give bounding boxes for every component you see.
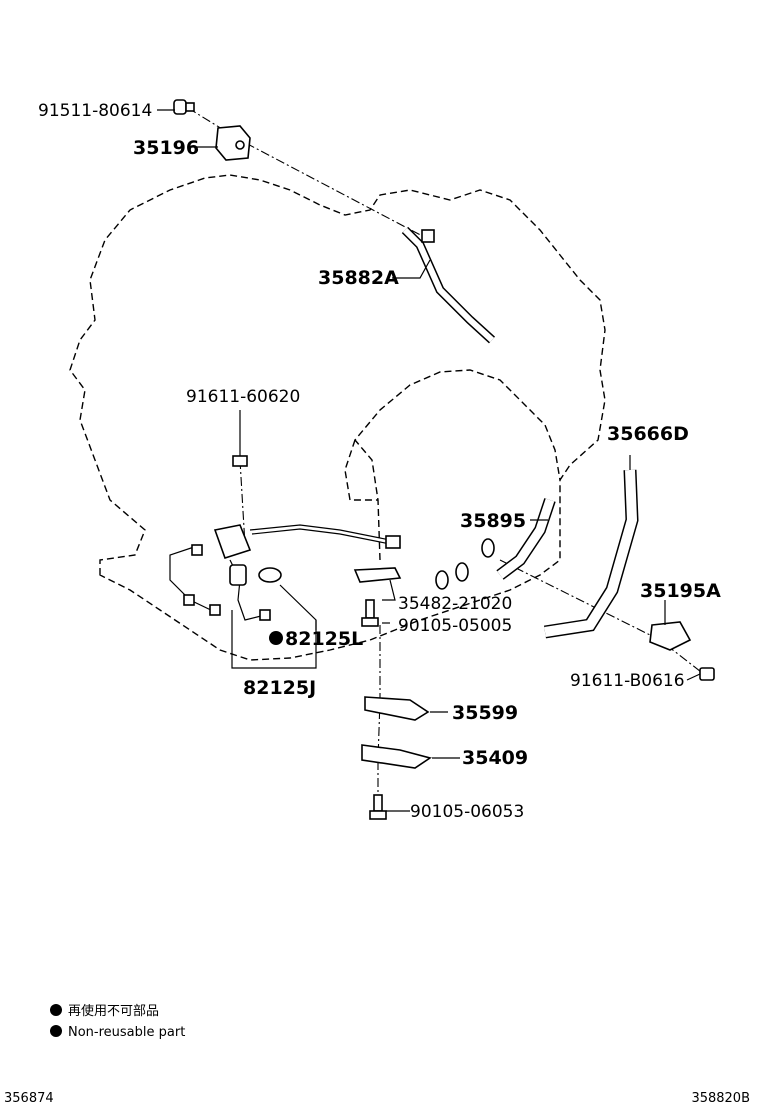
nonreusable-marker bbox=[269, 631, 283, 645]
chain-bottom bbox=[377, 625, 381, 805]
bolt-91511 bbox=[173, 99, 195, 115]
label-35599: 35599 bbox=[452, 702, 518, 724]
hose-35666D bbox=[544, 469, 639, 639]
bracket-35196 bbox=[215, 125, 251, 161]
label-35482-21020: 35482-21020 bbox=[398, 594, 512, 614]
transmission-outline bbox=[69, 174, 606, 661]
clip-35482 bbox=[353, 567, 402, 583]
bell-housing-inner bbox=[344, 439, 378, 501]
lead-35482 bbox=[382, 579, 396, 601]
legend-bullet-1 bbox=[50, 1004, 62, 1016]
footer-right-code: 358820B bbox=[691, 1091, 750, 1106]
lead-35882A bbox=[392, 259, 431, 279]
bracket-35599 bbox=[364, 696, 430, 721]
hose-35895 bbox=[496, 498, 556, 580]
label-35195A: 35195A bbox=[640, 580, 721, 602]
label-90105-06053: 90105-06053 bbox=[410, 802, 524, 822]
chain-right bbox=[499, 559, 706, 676]
oring-82125L bbox=[258, 567, 282, 583]
tube-35882A bbox=[401, 226, 496, 344]
legend-line-ja: 再使用不可部品 bbox=[68, 1003, 159, 1019]
wiring-harness bbox=[169, 524, 401, 621]
lead-82125L bbox=[279, 584, 317, 630]
label-35196: 35196 bbox=[133, 137, 199, 159]
bolt-90105-06053 bbox=[369, 794, 387, 820]
footer-left-code: 356874 bbox=[4, 1091, 54, 1106]
label-82125L: 82125L bbox=[285, 628, 363, 650]
label-35409: 35409 bbox=[462, 747, 528, 769]
fittings bbox=[435, 538, 495, 590]
bolt-91611-60620 bbox=[232, 410, 248, 467]
bolt-90105-05005 bbox=[361, 599, 379, 627]
label-35895: 35895 bbox=[460, 510, 526, 532]
label-91611-60620: 91611-60620 bbox=[186, 387, 300, 407]
chain-bolt bbox=[239, 459, 246, 546]
legend-line-en: Non-reusable part bbox=[68, 1025, 185, 1040]
label-91611-B0616: 91611-B0616 bbox=[570, 671, 685, 691]
bracket-35195A bbox=[649, 621, 692, 651]
label-35666D: 35666D bbox=[607, 423, 689, 445]
bell-housing-outline bbox=[354, 369, 561, 561]
chain-top bbox=[187, 107, 431, 241]
bolt-91611-B0616 bbox=[699, 667, 715, 681]
bracket-35409 bbox=[361, 744, 432, 769]
label-91511-80614: 91511-80614 bbox=[38, 101, 152, 121]
lead-91611b bbox=[686, 673, 701, 681]
label-35882A: 35882A bbox=[318, 267, 399, 289]
label-82125J: 82125J bbox=[243, 677, 316, 699]
label-90105-05005: 90105-05005 bbox=[398, 616, 512, 636]
legend-bullet-2 bbox=[50, 1025, 62, 1037]
lead-82125J bbox=[231, 610, 317, 669]
